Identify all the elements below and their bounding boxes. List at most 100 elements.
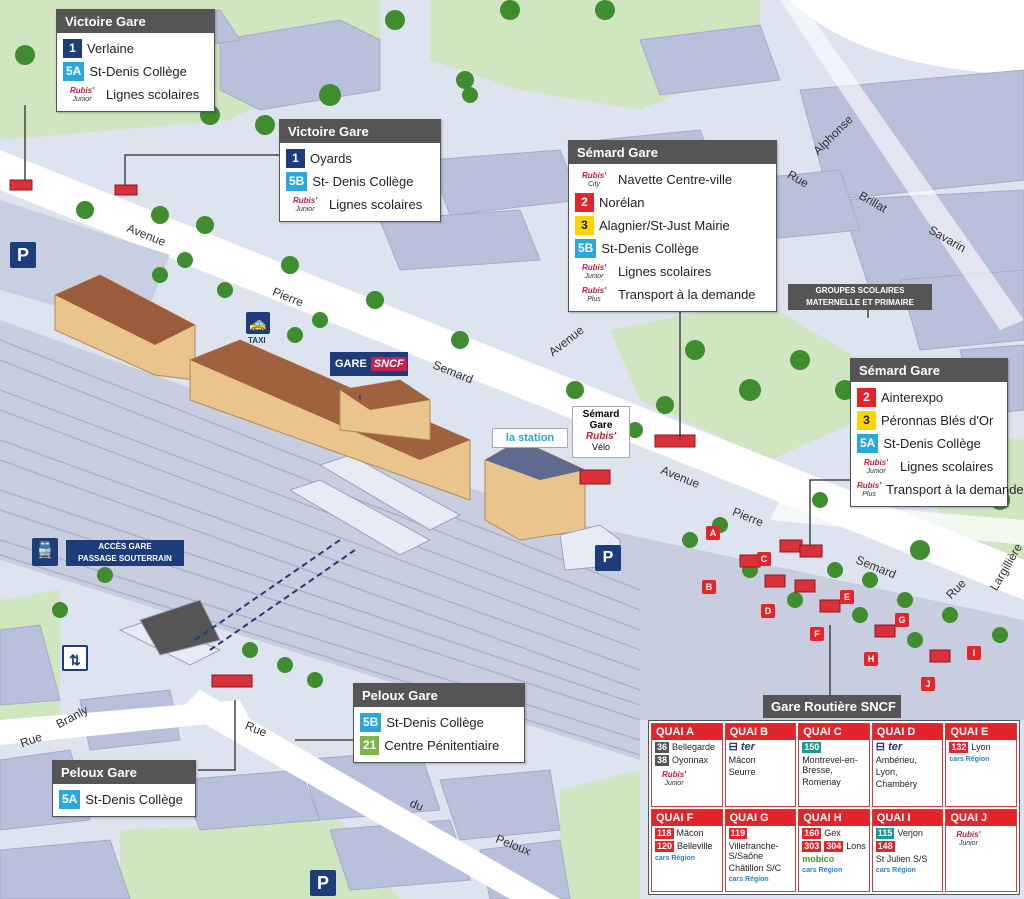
line-badge: 119 xyxy=(728,827,748,839)
school-line1: GROUPES SCOLAIRES xyxy=(815,286,905,295)
taxi-icon[interactable]: 🚕 xyxy=(246,312,270,334)
line-destination: Verlaine xyxy=(87,41,134,56)
quai-letter-g[interactable]: G xyxy=(895,613,909,627)
rubis-velo-sign[interactable]: Sémard Gare Rubis' Vélo xyxy=(572,406,630,458)
stop-title: Sémard Gare xyxy=(569,141,776,164)
trees xyxy=(15,0,1010,688)
quai-letter-h[interactable]: H xyxy=(864,652,878,666)
rubis-sub: City xyxy=(587,180,601,188)
line-destination: Lignes scolaires xyxy=(900,459,994,474)
parking-icon[interactable]: P xyxy=(310,870,336,896)
quai-letter-a[interactable]: A xyxy=(706,526,720,540)
rubis-junior-logo: Rubis'Junior xyxy=(286,194,324,216)
quai-line-row: mobico xyxy=(802,854,866,864)
gare-sncf-sign[interactable]: GARE SNCF xyxy=(330,352,408,376)
rubis-plus-logo: Rubis'Plus xyxy=(575,284,613,306)
line-destination: Mâcon xyxy=(728,755,756,765)
quai-letter-b[interactable]: B xyxy=(702,580,716,594)
quai-line-row: 119 xyxy=(728,827,793,839)
quai-line-row: cars Région xyxy=(802,866,866,876)
quai-letter-c[interactable]: C xyxy=(757,552,771,566)
quai-letter-f[interactable]: F xyxy=(810,627,824,641)
la-station-sign[interactable]: la station xyxy=(492,428,568,448)
cars-region-logo: cars Région xyxy=(875,866,916,874)
acces-gare-sign[interactable]: ACCÈS GARE PASSAGE SOUTERRAIN xyxy=(66,540,184,566)
rubis-sub: Junior xyxy=(72,95,92,103)
quai-cell-d[interactable]: QUAI DterAmbérieu,Lyon,Chambéry xyxy=(871,723,944,807)
quai-letter-d[interactable]: D xyxy=(761,604,775,618)
parking-letter: P xyxy=(602,549,614,566)
quai-letter-j[interactable]: J xyxy=(921,677,935,691)
taxi-label: TAXI xyxy=(248,336,266,345)
line-destination: St-Denis Collège xyxy=(386,715,484,730)
line-badge: 115 xyxy=(875,827,895,839)
rubis-velo-stop-line2: Gare xyxy=(589,420,613,431)
line-badge: 36 xyxy=(655,742,670,753)
bus-line-row[interactable]: Rubis'Junior Lignes scolaires xyxy=(857,455,1001,478)
rubis-junior-logo: Rubis'Junior xyxy=(857,456,895,478)
quai-title: QUAI E xyxy=(946,724,1016,740)
quai-line-row: Romenay xyxy=(802,777,866,787)
quai-letter-i[interactable]: I xyxy=(967,646,981,660)
parking-icon[interactable]: P xyxy=(10,242,36,268)
line-badge: 3 xyxy=(575,216,594,235)
line-destination: Bellegarde xyxy=(672,742,716,752)
quai-letter-e[interactable]: E xyxy=(840,590,854,604)
quai-cell-b[interactable]: QUAI BterMâconSeurre xyxy=(724,723,797,807)
line-badge: 304 xyxy=(824,840,844,852)
line-badge: 160 xyxy=(802,827,822,839)
quai-line-row: cars Région xyxy=(949,755,1013,765)
quai-title: QUAI J xyxy=(946,809,1016,826)
line-destination: Lyon, xyxy=(875,767,898,777)
bike-parking-icon[interactable]: P xyxy=(595,545,621,571)
line-destination: Gex xyxy=(824,827,841,838)
rubis-junior-logo: Rubis'Junior xyxy=(655,768,693,790)
rubis-velo-brand: Rubis' xyxy=(585,431,617,442)
